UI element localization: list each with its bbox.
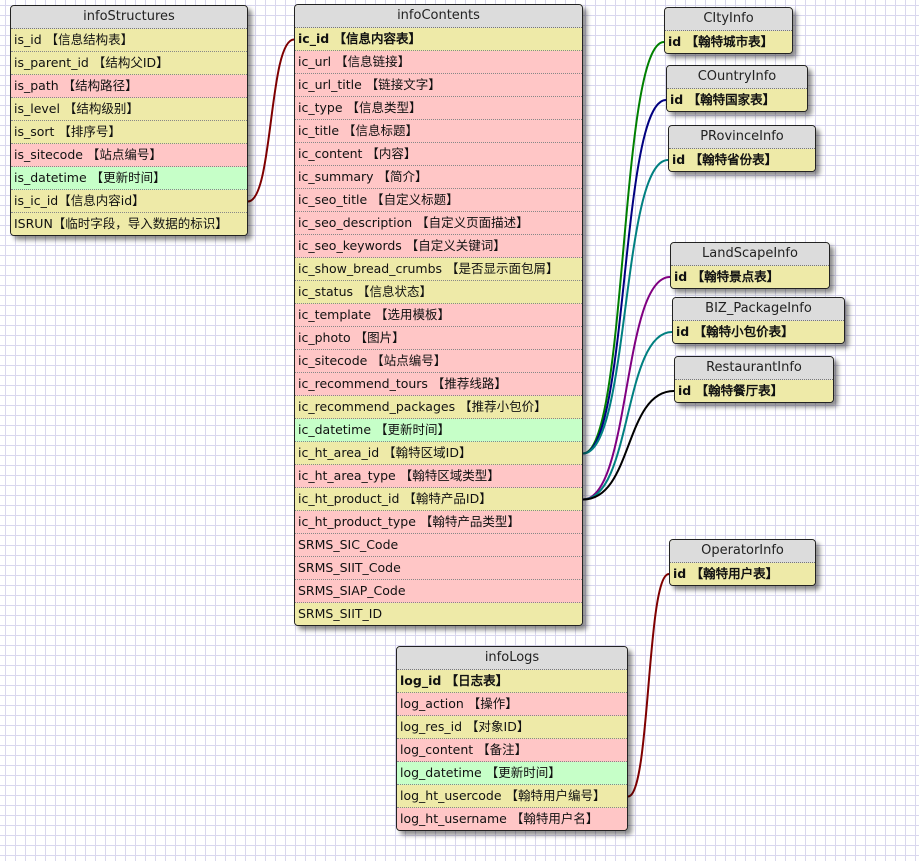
- table-field[interactable]: id 【翰特用户表】: [670, 563, 815, 585]
- table-field[interactable]: ic_recommend_packages 【推荐小包价】: [295, 396, 582, 419]
- table-field[interactable]: ic_url_title 【链接文字】: [295, 74, 582, 97]
- relation-line: [247, 38, 295, 203]
- table-field[interactable]: ic_ht_area_id 【翰特区域ID】: [295, 442, 582, 465]
- table-field[interactable]: ic_photo 【图片】: [295, 327, 582, 350]
- table-field[interactable]: log_content 【备注】: [397, 739, 627, 762]
- table-field[interactable]: ic_show_bread_crumbs 【是否显示面包屑】: [295, 258, 582, 281]
- table-title: PRovinceInfo: [669, 126, 815, 149]
- table-field[interactable]: ic_type 【信息类型】: [295, 97, 582, 120]
- table-field[interactable]: id 【翰特小包价表】: [673, 321, 844, 343]
- table-field[interactable]: ic_ht_product_type 【翰特产品类型】: [295, 511, 582, 534]
- table-title: infoLogs: [397, 647, 627, 670]
- table-title: infoStructures: [11, 6, 247, 29]
- table-title: CItyInfo: [665, 8, 792, 31]
- table-field[interactable]: is_level 【结构级别】: [11, 98, 247, 121]
- table-field[interactable]: log_ht_username 【翰特用户名】: [397, 808, 627, 830]
- table-field[interactable]: ic_summary 【简介】: [295, 166, 582, 189]
- table-field[interactable]: is_ic_id【信息内容id】: [11, 190, 247, 213]
- table-title: OperatorInfo: [670, 540, 815, 563]
- table-field[interactable]: log_res_id 【对象ID】: [397, 716, 627, 739]
- table-field[interactable]: ic_content 【内容】: [295, 143, 582, 166]
- table-field[interactable]: ic_datetime 【更新时间】: [295, 419, 582, 442]
- table-field[interactable]: id 【翰特城市表】: [665, 31, 792, 53]
- table-title: RestaurantInfo: [675, 357, 833, 380]
- table-field[interactable]: log_ht_usercode 【翰特用户编号】: [397, 785, 627, 808]
- table-field[interactable]: is_path 【结构路径】: [11, 75, 247, 98]
- table-field[interactable]: is_sitecode 【站点编号】: [11, 144, 247, 167]
- relation-line: [582, 276, 671, 501]
- table-field[interactable]: ic_id 【信息内容表】: [295, 28, 582, 51]
- relation-line: [627, 573, 670, 798]
- table-field[interactable]: SRMS_SIIT_Code: [295, 557, 582, 580]
- table-field[interactable]: ic_url 【信息链接】: [295, 51, 582, 74]
- table-field[interactable]: ISRUN【临时字段，导入数据的标识】: [11, 213, 247, 235]
- table-field[interactable]: is_datetime 【更新时间】: [11, 167, 247, 190]
- table-field[interactable]: ic_seo_title 【自定义标题】: [295, 189, 582, 212]
- table-field[interactable]: id 【翰特景点表】: [671, 266, 829, 288]
- relation-line: [582, 41, 665, 455]
- table-field[interactable]: is_id 【信息结构表】: [11, 29, 247, 52]
- table-field[interactable]: is_sort 【排序号】: [11, 121, 247, 144]
- table-field[interactable]: ic_ht_product_id 【翰特产品ID】: [295, 488, 582, 511]
- table-field[interactable]: log_action 【操作】: [397, 693, 627, 716]
- table-field[interactable]: id 【翰特国家表】: [667, 89, 807, 111]
- relation-line: [582, 159, 669, 455]
- table-field[interactable]: ic_recommend_tours 【推荐线路】: [295, 373, 582, 396]
- table-title: COuntryInfo: [667, 66, 807, 89]
- table-field[interactable]: id 【翰特餐厅表】: [675, 380, 833, 402]
- table-field[interactable]: log_id 【日志表】: [397, 670, 627, 693]
- table-title: infoContents: [295, 5, 582, 28]
- table-title: LandScapeInfo: [671, 243, 829, 266]
- table-field[interactable]: SRMS_SIC_Code: [295, 534, 582, 557]
- table-field[interactable]: ic_ht_area_type 【翰特区域类型】: [295, 465, 582, 488]
- table-title: BIZ_PackageInfo: [673, 298, 844, 321]
- table-field[interactable]: ic_title 【信息标题】: [295, 120, 582, 143]
- table-field[interactable]: SRMS_SIIT_ID: [295, 603, 582, 625]
- table-field[interactable]: ic_sitecode 【站点编号】: [295, 350, 582, 373]
- table-field[interactable]: ic_template 【选用模板】: [295, 304, 582, 327]
- relation-line: [582, 390, 675, 501]
- table-field[interactable]: ic_seo_keywords 【自定义关键词】: [295, 235, 582, 258]
- table-field[interactable]: log_datetime 【更新时间】: [397, 762, 627, 785]
- table-field[interactable]: id 【翰特省份表】: [669, 149, 815, 171]
- table-field[interactable]: ic_status 【信息状态】: [295, 281, 582, 304]
- table-field[interactable]: SRMS_SIAP_Code: [295, 580, 582, 603]
- relation-line: [582, 99, 667, 455]
- table-field[interactable]: ic_seo_description 【自定义页面描述】: [295, 212, 582, 235]
- table-field[interactable]: is_parent_id 【结构父ID】: [11, 52, 247, 75]
- relation-line: [582, 331, 673, 501]
